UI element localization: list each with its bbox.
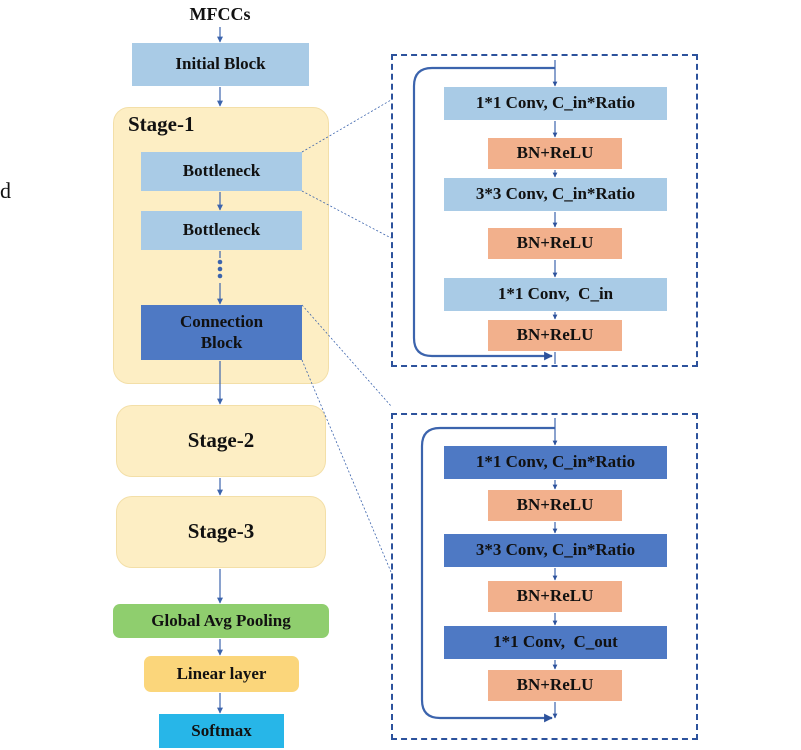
connection-detail-layer-4: BN+ReLU [488, 581, 622, 612]
connection-detail-layer-6: BN+ReLU [488, 670, 622, 701]
ellipsis-dot-1 [217, 259, 223, 265]
connection-detail-layer-5: 1*1 Conv, C_out [444, 626, 667, 659]
leader-bottleneck-bottom [301, 190, 392, 239]
leader-bottleneck-top [301, 99, 392, 153]
ellipsis-dot-2 [217, 266, 223, 272]
bottleneck-block-1: Bottleneck [141, 152, 302, 191]
connection-block: Connection Block [141, 305, 302, 360]
softmax-block: Softmax [159, 714, 284, 748]
edge-text: d [0, 178, 11, 203]
bottleneck-block-2: Bottleneck [141, 211, 302, 250]
bottleneck-detail-layer-3: 3*3 Conv, C_in*Ratio [444, 178, 667, 211]
ellipsis-dot-3 [217, 273, 223, 279]
leader-connection-top [301, 304, 392, 407]
bottleneck-detail-layer-4: BN+ReLU [488, 228, 622, 259]
connection-detail-layer-2: BN+ReLU [488, 490, 622, 521]
connection-detail-layer-1: 1*1 Conv, C_in*Ratio [444, 446, 667, 479]
bottleneck-detail-layer-6: BN+ReLU [488, 320, 622, 351]
connection-detail-frame [391, 413, 698, 740]
stage-3-block: Stage-3 [116, 496, 326, 568]
bottleneck-detail-layer-1: 1*1 Conv, C_in*Ratio [444, 87, 667, 120]
leader-lines [301, 99, 392, 573]
leader-connection-bottom [301, 359, 392, 573]
linear-layer-block: Linear layer [144, 656, 299, 692]
stage1-ellipsis [217, 259, 223, 279]
bottleneck-detail-frame [391, 54, 698, 367]
connection-detail-layer-3: 3*3 Conv, C_in*Ratio [444, 534, 667, 567]
global-avg-pooling-block: Global Avg Pooling [113, 604, 329, 638]
stage-1-title: Stage-1 [128, 112, 195, 136]
connection-skip-connection [420, 426, 555, 723]
input-label: MFCCs [189, 4, 251, 25]
initial-block: Initial Block [132, 43, 309, 86]
stage-2-block: Stage-2 [116, 405, 326, 477]
bottleneck-detail-layer-2: BN+ReLU [488, 138, 622, 169]
bottleneck-detail-layer-5: 1*1 Conv, C_in [444, 278, 667, 311]
bottleneck-skip-connection [412, 66, 555, 361]
